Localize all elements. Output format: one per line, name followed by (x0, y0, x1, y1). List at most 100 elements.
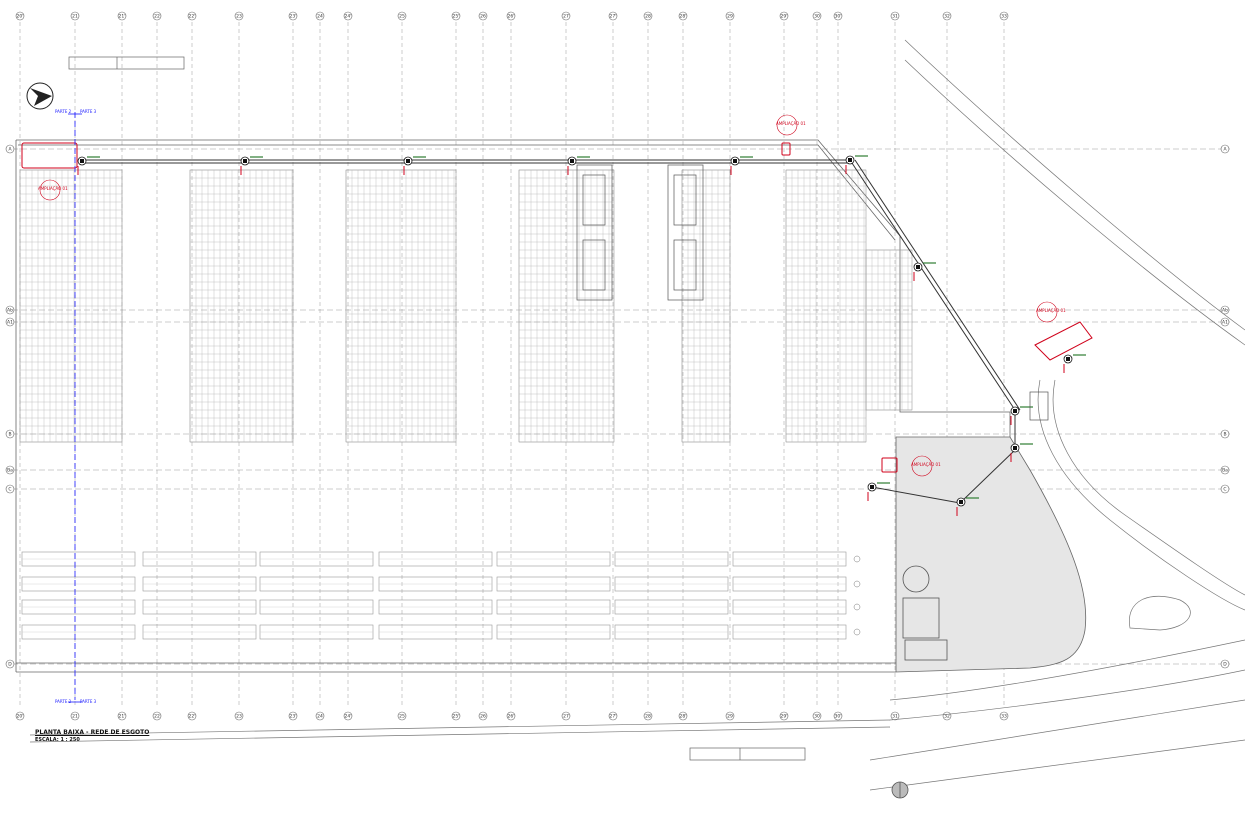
grid-bubble (643, 711, 653, 721)
inspection-chamber (867, 482, 890, 501)
grid-column-label: 29' (781, 714, 788, 720)
equipment-racks (576, 164, 1049, 421)
grid-column-label: 31 (892, 714, 898, 720)
grid-bubble (15, 11, 25, 21)
grid-bubble (678, 711, 688, 721)
grid-bubble (643, 11, 653, 21)
grid-bubble (890, 11, 900, 21)
grid-column-label: 21 (72, 714, 78, 720)
grid-column-label: 22 (154, 714, 160, 720)
grid-column-label: 22 (154, 14, 160, 20)
grid-column-label: 31 (892, 14, 898, 20)
building-outline (15, 139, 1011, 673)
grid-bubble (234, 11, 244, 21)
grid-bubble (506, 711, 516, 721)
grid-column-label: 23' (290, 14, 297, 20)
section-mark-bottom-right: PARTE 3 (80, 699, 97, 704)
treatment-tanks (891, 565, 948, 799)
inspection-chamber (1010, 443, 1033, 462)
grid-column-label: 24 (317, 714, 323, 720)
section-mark-top-right: PARTE 3 (80, 109, 97, 114)
grid-column-label: 30 (814, 714, 820, 720)
module-block (19, 169, 123, 443)
grid-row-label: A1 (7, 320, 13, 326)
highlight-boxes (21, 142, 1093, 473)
drawing-title: PLANTA BAIXA - REDE DE ESGOTO (35, 729, 150, 736)
grid-row-label: Ab (7, 308, 13, 314)
lower-storage-rows (21, 551, 861, 640)
grid-bubble (725, 11, 735, 21)
grid-column-label: 33 (1001, 14, 1007, 20)
grid-column-label: 30' (835, 714, 842, 720)
grid-row-label: A (1223, 147, 1227, 153)
grid-row-label: Ba (7, 468, 13, 474)
inspection-chamber (77, 156, 100, 175)
grid-column-label: 20' (17, 714, 24, 720)
grid-column-label: 25' (453, 714, 460, 720)
grid-bubble (812, 11, 822, 21)
grid-column-label: 22' (189, 14, 196, 20)
grid-row-label: C (1223, 487, 1226, 493)
detail-callout-label: AMPLIAÇÃO 01 (1036, 308, 1066, 313)
column-symbol (853, 628, 861, 636)
grid-bubble (833, 11, 843, 21)
grid-bubble (999, 711, 1009, 721)
grid-column-label: 21' (119, 714, 126, 720)
module-blocks (19, 169, 913, 443)
module-block (189, 169, 294, 443)
north-arrow-icon (26, 82, 54, 110)
grid-column-label: 27 (563, 714, 569, 720)
grid-bubble (152, 11, 162, 21)
grid-column-label: 24' (345, 14, 352, 20)
grid-bubble (779, 711, 789, 721)
grid-column-label: 23 (236, 14, 242, 20)
grid-bubble (506, 11, 516, 21)
grid-bubble (288, 11, 298, 21)
top-small-building (68, 56, 806, 761)
grid-column-label: 27' (610, 14, 617, 20)
inspection-chamber (913, 262, 936, 281)
column-symbol (853, 603, 861, 611)
grid-bubble (779, 11, 789, 21)
grid-bubble (234, 711, 244, 721)
grid-column-label: 25' (453, 14, 460, 20)
inspection-chamber (567, 156, 590, 175)
grid-bubble (117, 11, 127, 21)
module-block (865, 249, 913, 411)
grid-bubble (451, 11, 461, 21)
grid-column-label: 25 (399, 714, 405, 720)
grid-column-label: 32 (944, 714, 950, 720)
grid-column-label: 24 (317, 14, 323, 20)
grid-column-label: 28' (680, 714, 687, 720)
section-mark-top-left: PARTE 2 (55, 109, 72, 114)
grid-bubble (833, 711, 843, 721)
grid-bubble (561, 711, 571, 721)
grid-row-label: C (8, 487, 11, 493)
column-symbol (853, 580, 861, 588)
detail-callout-label: AMPLIAÇÃO 01 (38, 186, 68, 191)
grid-column-label: 26 (480, 14, 486, 20)
grid-column-label: 26 (480, 714, 486, 720)
grid-bubble (812, 711, 822, 721)
grid-column-label: 28 (645, 14, 651, 20)
grid-bubble (561, 11, 571, 21)
grid-column-label: 21' (119, 14, 126, 20)
inspection-chamber (240, 156, 263, 175)
grid-bubble (343, 11, 353, 21)
grid-bubble (117, 711, 127, 721)
grid-bubble (478, 11, 488, 21)
grid-column-label: 29 (727, 714, 733, 720)
sewer-main-line (80, 159, 1021, 504)
grid-bubble (942, 11, 952, 21)
grid-column-label: 28 (645, 714, 651, 720)
grid-column-label: 27' (610, 714, 617, 720)
grid-column-label: 23 (236, 714, 242, 720)
module-block (785, 169, 867, 443)
grid-row-label: A1 (1222, 320, 1228, 326)
inspection-chamber (1063, 354, 1086, 373)
detail-callout-label: AMPLIAÇÃO 01 (776, 121, 806, 126)
grid-row-label: Ba (1222, 468, 1228, 474)
grid-bubble (999, 11, 1009, 21)
grid-column-label: 22' (189, 714, 196, 720)
section-mark-bottom-left: PARTE 2 (55, 699, 72, 704)
